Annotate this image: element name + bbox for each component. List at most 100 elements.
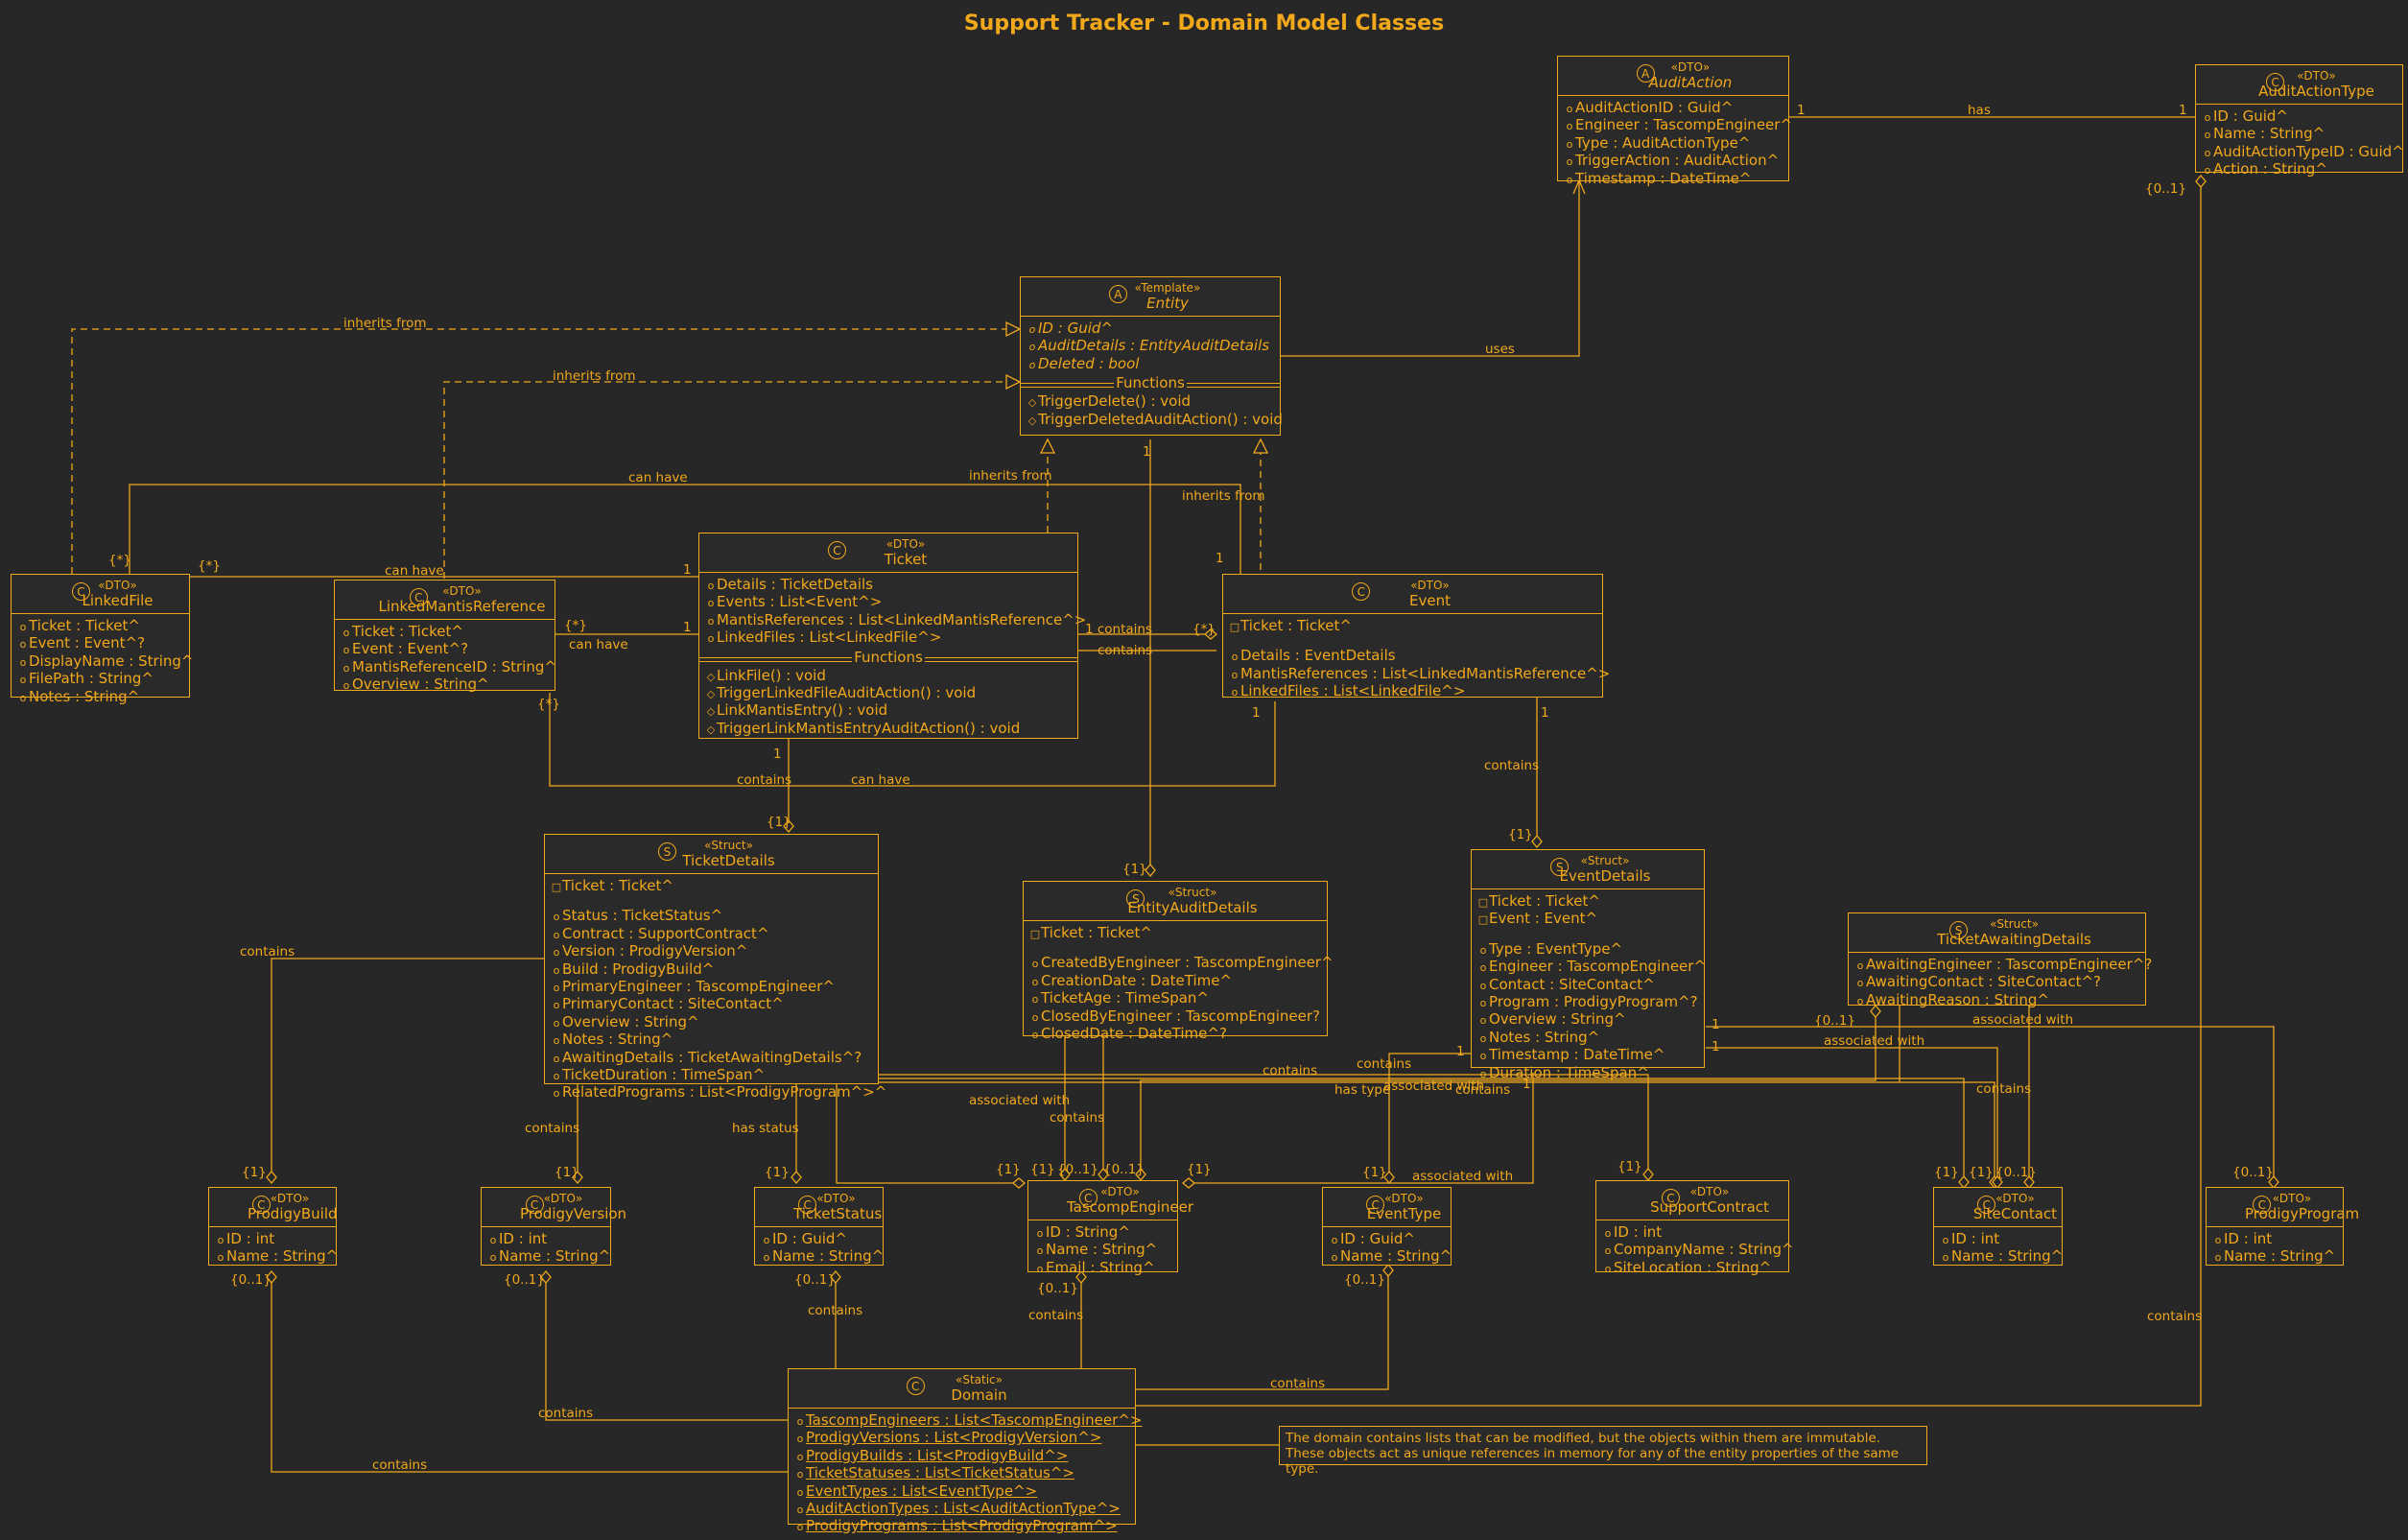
- class-kind-icon: S: [657, 842, 676, 861]
- class-header: C«DTO»Ticket: [699, 533, 1077, 573]
- attribute-text: Type : AuditActionType^: [1575, 133, 1751, 152]
- class-header: C«DTO»ProdigyProgram: [2207, 1188, 2359, 1227]
- class-kind-icon: S: [1949, 921, 1969, 939]
- label-linkedfile-many-1: {*}: [108, 553, 131, 568]
- attribute-text: Build : ProdigyBuild^: [562, 960, 715, 978]
- attribute-text: LinkedFiles : List<LinkedFile^>: [717, 628, 942, 647]
- visibility-icon: o: [1566, 137, 1573, 151]
- visibility-icon: o: [553, 999, 560, 1012]
- visibility-icon: o: [2214, 1234, 2222, 1246]
- attribute-row: □Ticket : Ticket^: [1229, 618, 1596, 635]
- attribute-text: TriggerDelete() : void: [1038, 392, 1192, 411]
- attribute-text: Deleted : bool: [1038, 354, 1140, 372]
- class-header: C«DTO»EventType: [1323, 1188, 1451, 1227]
- visibility-icon: ◇: [706, 705, 716, 719]
- inheritance-lines: [71, 328, 1262, 579]
- class-header: S«Struct»EntityAuditDetails: [1024, 882, 1327, 921]
- attribute-text: Ticket : Ticket^: [1489, 892, 1600, 910]
- attribute-text: Event : Event^?: [352, 640, 469, 658]
- attribute-text: Ticket : Ticket^: [1041, 924, 1152, 941]
- class-kind-icon: C: [251, 1196, 271, 1214]
- label-contains-event-many: {*}: [1192, 622, 1216, 637]
- attribute-row: ◇TriggerLinkMantisEntryAuditAction() : v…: [705, 721, 1072, 738]
- label-associated-with-3: associated with: [1972, 1012, 2074, 1028]
- attribute-text: Type : EventType^: [1489, 939, 1623, 958]
- class-eventdetails[interactable]: S«Struct»EventDetails□Ticket : Ticket^□E…: [1471, 849, 1706, 1080]
- class-entityauditdetails[interactable]: S«Struct»EntityAuditDetails□Ticket : Tic…: [1023, 881, 1334, 1041]
- attribute-text: Event : Event^?: [29, 634, 146, 652]
- visibility-icon: o: [1566, 173, 1573, 186]
- class-name: TicketDetails: [682, 852, 775, 869]
- label-contains-3: contains: [1484, 758, 1540, 773]
- attribute-row: ◇TriggerDelete() : void: [1027, 393, 1274, 411]
- label-prodigybuild-one: {1}: [242, 1165, 267, 1180]
- visibility-icon: o: [1604, 1262, 1612, 1275]
- attribute-text: Name : String^: [1951, 1247, 2064, 1266]
- class-stereotype: «DTO»: [442, 584, 482, 598]
- visibility-icon: o: [796, 1450, 804, 1463]
- attribute-text: TriggerLinkMantisEntryAuditAction() : vo…: [717, 719, 1021, 737]
- label-prodigyversion-opt: {0..1}: [504, 1272, 545, 1288]
- class-header: A«DTO»AuditAction: [1558, 57, 1788, 96]
- visibility-icon: o: [796, 1504, 804, 1517]
- label-can-have-2: can have: [385, 563, 444, 579]
- class-name: TascompEngineer: [1067, 1198, 1194, 1216]
- visibility-icon: o: [1479, 997, 1487, 1010]
- class-kind-icon: C: [525, 1196, 544, 1214]
- label-engineer-opt-2: {0..1}: [1103, 1162, 1145, 1177]
- class-ticketdetails[interactable]: S«Struct»TicketDetails□Ticket : Ticket^o…: [544, 834, 886, 1101]
- domain-note: The domain contains lists that can be mo…: [1279, 1426, 1927, 1477]
- label-sitecontact-opt: {0..1}: [1995, 1165, 2037, 1180]
- label-engineer-one-2: {1}: [1030, 1162, 1055, 1177]
- attribute-text: PrimaryContact : SiteContact^: [562, 995, 784, 1013]
- class-kind-icon: S: [1126, 889, 1145, 908]
- class-stereotype: «Struct»: [1168, 886, 1217, 899]
- note-line-1: The domain contains lists that can be mo…: [1286, 1431, 1881, 1446]
- attribute-text: Engineer : TascompEngineer^: [1575, 116, 1793, 134]
- attribute-text: ID : Guid^: [1340, 1230, 1415, 1247]
- class-name: Entity: [1146, 295, 1189, 312]
- class-name: SupportContract: [1650, 1198, 1769, 1216]
- visibility-icon: o: [796, 1468, 804, 1481]
- visibility-icon: o: [1031, 1029, 1039, 1042]
- label-contains-13: contains: [1270, 1376, 1326, 1391]
- label-associated-with-2: associated with: [1383, 1078, 1485, 1094]
- label-linkedfile-many-2: {*}: [198, 558, 221, 574]
- attribute-text: SiteLocation : String^: [1614, 1258, 1772, 1276]
- class-stereotype: «DTO»: [2297, 69, 2336, 83]
- class-name: ProdigyVersion: [520, 1205, 627, 1222]
